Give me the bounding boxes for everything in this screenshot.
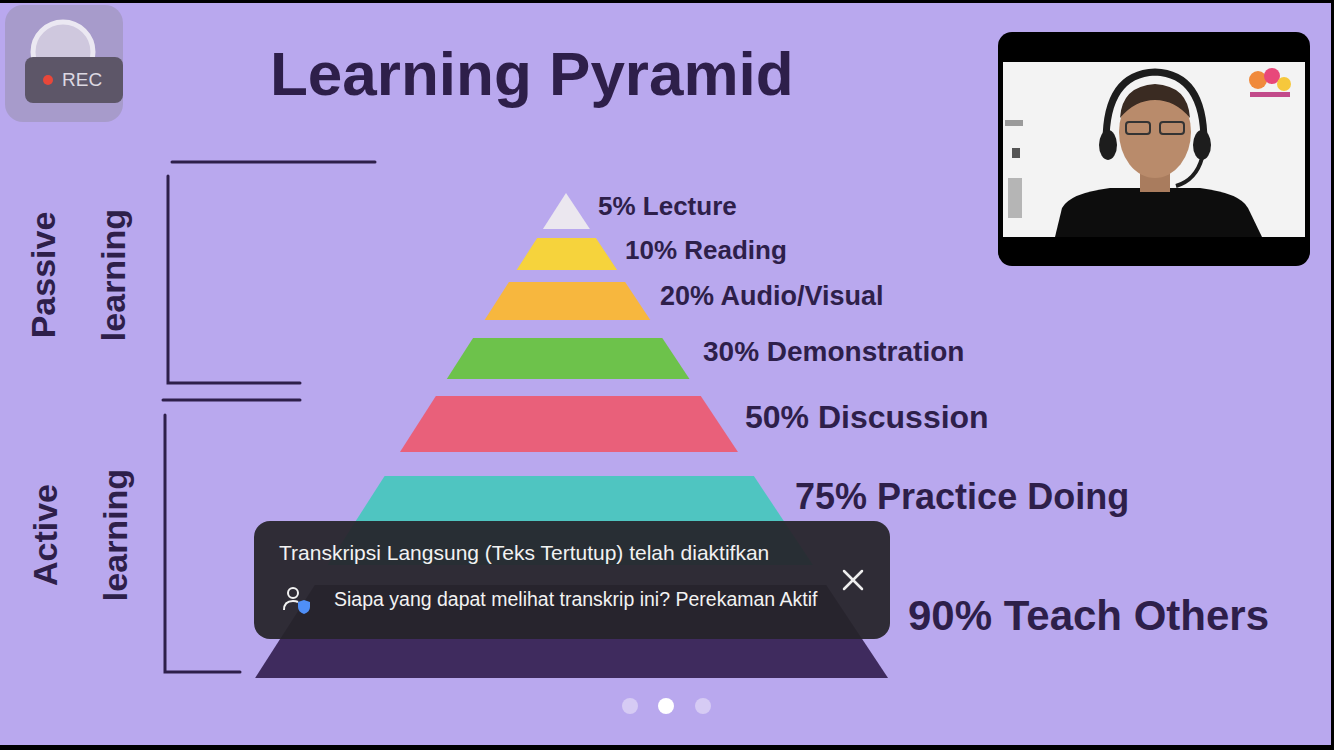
- page-dot: [622, 698, 638, 714]
- page-dot: [695, 698, 711, 714]
- close-stroke: [844, 571, 862, 589]
- webcam-frame: [998, 32, 1310, 266]
- pyramid-band: 5% Lecture: [541, 193, 741, 229]
- banner-title: Transkripsi Langsung (Teks Tertutup) tel…: [279, 541, 769, 565]
- slide-title: Learning Pyramid: [270, 38, 794, 109]
- bracket-label: Active learning: [10, 440, 150, 630]
- webcam-video: [1003, 62, 1305, 237]
- record-panel: [5, 5, 123, 122]
- icon-head: [288, 588, 298, 598]
- pyramid-band: 50% Discussion: [398, 396, 993, 452]
- recording-label: REC: [62, 69, 102, 91]
- band-label: 5% Lecture: [598, 192, 737, 222]
- band-label: 10% Reading: [625, 236, 787, 266]
- pyramid-band: 10% Reading: [515, 238, 791, 270]
- shelf: [1005, 120, 1023, 126]
- webcam-logo: [1249, 71, 1267, 89]
- icon-body: [284, 601, 298, 610]
- slide: [0, 3, 1331, 745]
- pyramid-band: 30% Demonstration: [445, 338, 969, 379]
- page-dot: [658, 698, 674, 714]
- caption-banner: Transkripsi Langsung (Teks Tertutup) tel…: [254, 521, 890, 639]
- band-fill: [543, 193, 590, 229]
- band-shape: [515, 238, 619, 270]
- webcam-mic: [1176, 158, 1202, 186]
- band-fill: [485, 282, 651, 320]
- record-pill: [25, 57, 123, 103]
- band-shape: [541, 193, 591, 229]
- bracket-line: [165, 415, 240, 672]
- icon-shield: [298, 600, 310, 614]
- bracket-line: [168, 176, 300, 383]
- banner-note: Siapa yang dapat melihat transkrip ini? …: [334, 588, 817, 610]
- close-icon: [842, 569, 864, 591]
- band-label: 20% Audio/Visual: [660, 281, 884, 312]
- band-label: 75% Practice Doing: [795, 476, 1129, 517]
- band-fill: [447, 338, 690, 379]
- webcam-hair: [1120, 84, 1190, 118]
- webcam-glasses: [1126, 122, 1150, 134]
- webcam-body: [1055, 188, 1262, 237]
- band-fill: [517, 238, 617, 270]
- band-label: 90% Teach Others: [908, 592, 1269, 640]
- pyramid-band: 20% Audio/Visual: [483, 282, 888, 320]
- bracket-line: [163, 399, 300, 402]
- band-label: 30% Demonstration: [703, 336, 964, 368]
- record-dot: [43, 75, 53, 85]
- bracket-label: Passive learning: [8, 180, 148, 370]
- shelf: [1008, 178, 1022, 218]
- webcam-glasses: [1160, 122, 1184, 134]
- webcam-logo: [1250, 92, 1290, 97]
- close-stroke: [844, 571, 862, 589]
- band-shape: [398, 396, 739, 452]
- privacy-icon: [282, 585, 312, 615]
- bracket-line: [172, 161, 375, 164]
- webcam-logo: [1277, 77, 1291, 91]
- band-fill: [400, 396, 738, 452]
- shelf: [1012, 148, 1020, 158]
- webcam-headset: [1193, 130, 1211, 160]
- band-shape: [483, 282, 652, 320]
- band-label: 50% Discussion: [745, 399, 989, 436]
- webcam-headset: [1106, 72, 1204, 142]
- webcam-headset: [1099, 130, 1117, 160]
- band-shape: [445, 338, 691, 379]
